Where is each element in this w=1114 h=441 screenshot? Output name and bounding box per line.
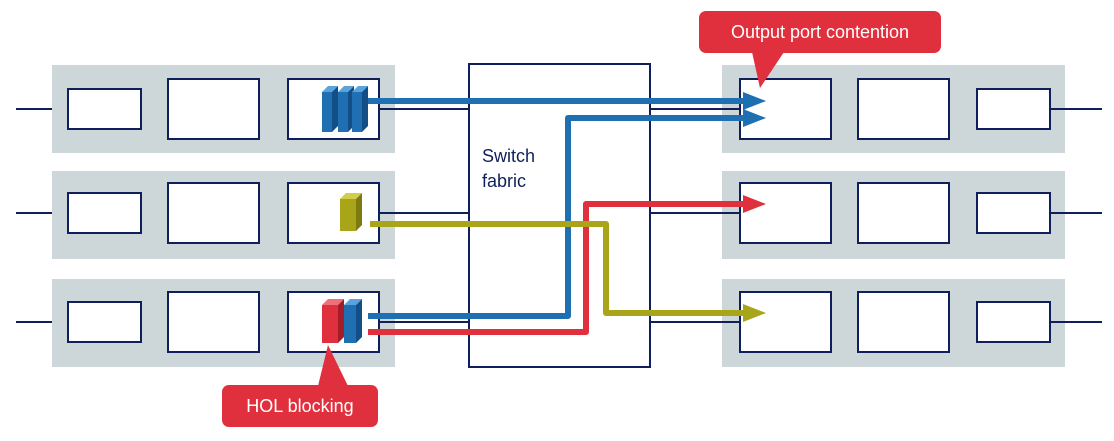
- switch-fabric: Switch fabric: [379, 63, 740, 368]
- output-port-2: [722, 171, 1102, 259]
- fabric-label-line1: Switch: [482, 146, 535, 166]
- output-port-1: [722, 65, 1102, 153]
- queue-slot: [67, 88, 142, 130]
- flow-blue-3: [368, 115, 745, 319]
- callout-pointer: [752, 52, 784, 88]
- packets: [322, 86, 368, 343]
- packet-flows: [368, 92, 766, 335]
- fabric-box: [468, 63, 651, 368]
- flow-yellow: [370, 221, 745, 316]
- queue-slot: [976, 88, 1051, 130]
- buffer-box: [857, 291, 950, 353]
- arrowhead-icon: [743, 195, 766, 213]
- flow-red: [368, 201, 745, 335]
- buffer-box: [857, 78, 950, 140]
- callout-box: [699, 11, 941, 53]
- callout-hol-blocking: HOL blocking: [222, 345, 378, 427]
- packet-stack-icon: [322, 86, 368, 132]
- fabric-label-line2: fabric: [482, 171, 526, 191]
- queue-box: [287, 182, 380, 244]
- packet-stack-icon: [322, 299, 362, 343]
- queue-slot: [976, 301, 1051, 343]
- input-port-2: [16, 171, 395, 259]
- packet-stack-icon: [340, 193, 362, 231]
- queue-box: [739, 78, 832, 140]
- arrowhead-icon: [743, 109, 766, 127]
- buffer-box: [167, 78, 260, 140]
- arrowhead-icon: [743, 92, 766, 110]
- buffer-box: [167, 182, 260, 244]
- buffer-box: [167, 291, 260, 353]
- callout-output-contention: Output port contention: [699, 11, 941, 88]
- queue-slot: [67, 301, 142, 343]
- queue-box: [739, 182, 832, 244]
- output-ports: [722, 65, 1102, 367]
- callout-box: [222, 385, 378, 427]
- output-port-3: [722, 279, 1102, 367]
- queue-box: [739, 291, 832, 353]
- queue-slot: [67, 192, 142, 234]
- callout-pointer: [318, 345, 348, 386]
- arrowhead-icon: [743, 304, 766, 322]
- callout-output-contention-text: Output port contention: [731, 22, 909, 42]
- buffer-box: [857, 182, 950, 244]
- queue-slot: [976, 192, 1051, 234]
- callout-hol-blocking-text: HOL blocking: [246, 396, 353, 416]
